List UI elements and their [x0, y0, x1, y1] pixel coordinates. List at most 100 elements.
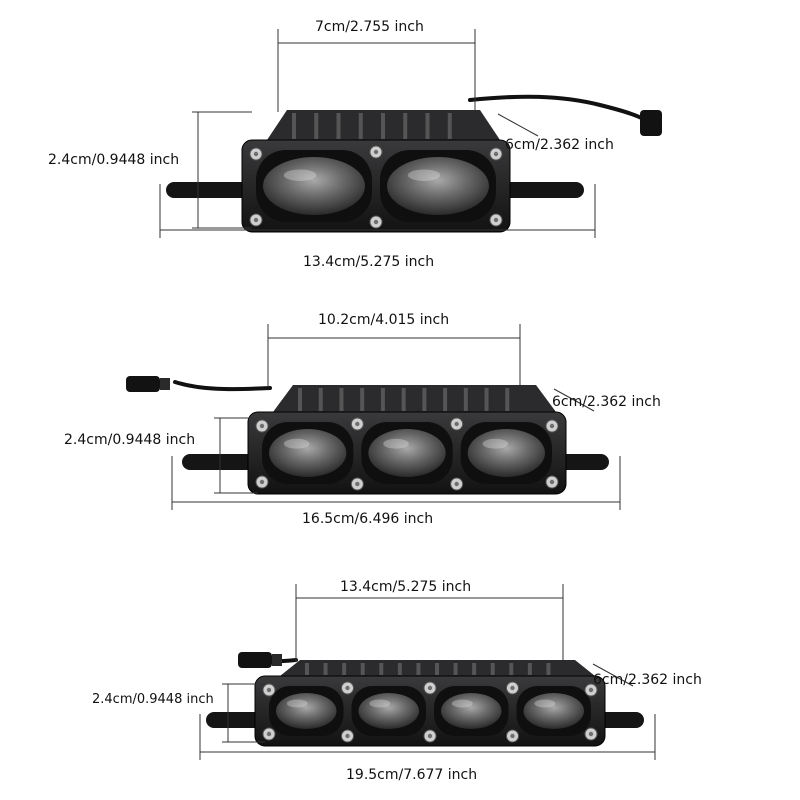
screw-center: [259, 423, 265, 429]
lens-highlight: [286, 699, 308, 708]
heatsink-fin: [380, 388, 385, 411]
heatsink-fin: [463, 388, 468, 411]
power-cable: [173, 380, 272, 392]
p2-depth-label: 6cm/2.362 inch: [552, 394, 661, 410]
projector-lens: [467, 429, 545, 477]
heatsink-fin: [453, 663, 458, 675]
screw-center: [253, 151, 259, 157]
screw-center: [493, 217, 499, 223]
heatsink-fin: [323, 663, 328, 675]
depth-pointer: [553, 388, 595, 412]
heatsink-fin: [318, 388, 323, 411]
screw-center: [427, 685, 433, 691]
screw-center: [510, 685, 515, 691]
screw-center: [266, 731, 272, 737]
heatsink-fin: [443, 388, 448, 411]
projector-lens: [269, 429, 347, 477]
screw-center: [510, 733, 515, 739]
screw-center: [259, 479, 265, 485]
light-bar-2: [126, 324, 621, 510]
heatsink-fin: [484, 388, 489, 411]
heatsink-fin: [447, 113, 452, 139]
lens-highlight: [369, 699, 391, 708]
heatsink-fin: [336, 113, 341, 139]
projector-lens: [387, 157, 489, 215]
heatsink-fin: [546, 663, 551, 675]
cable-connector: [640, 110, 662, 136]
connector-body: [640, 110, 662, 136]
lens-highlight: [407, 169, 441, 181]
screw-center: [549, 479, 555, 485]
dimension-lines: [171, 324, 621, 510]
screw-center: [373, 219, 379, 225]
lens-highlight: [283, 169, 317, 181]
heatsink-fin: [342, 663, 347, 675]
p3-top-width-label: 13.4cm/5.275 inch: [340, 579, 472, 595]
screw-center: [454, 481, 459, 487]
connector-body: [126, 376, 160, 392]
projector-lens: [263, 157, 365, 215]
connector-body: [238, 652, 272, 668]
p1-length-label: 13.4cm/5.275 inch: [303, 254, 435, 270]
lens-highlight: [451, 699, 473, 708]
housing: [254, 675, 606, 747]
heatsink-fin: [509, 663, 514, 675]
screw-center: [253, 217, 259, 223]
heatsink-fin: [425, 113, 430, 139]
dimension-lines: [159, 29, 596, 238]
heatsink-fin: [305, 663, 309, 675]
projector-lens: [276, 693, 337, 729]
heatsink-fin: [379, 663, 384, 675]
lens-highlight: [383, 438, 409, 449]
projector-lens: [358, 693, 419, 729]
screw-center: [427, 733, 433, 739]
p2-top-width-label: 10.2cm/4.015 inch: [318, 312, 450, 328]
heatsink-fin: [381, 113, 385, 139]
lens-highlight: [482, 438, 509, 449]
p1-top-width-label: 7cm/2.755 inch: [315, 19, 424, 35]
screw-center: [588, 731, 594, 737]
depth-pointer: [497, 113, 539, 137]
heatsink-fin: [360, 388, 365, 411]
screw-center: [493, 151, 499, 157]
heatsink-fin: [416, 663, 421, 675]
screw-center: [588, 687, 594, 693]
p3-height-label: 2.4cm/0.9448 inch: [92, 692, 214, 707]
heatsink-fin: [403, 113, 408, 139]
screw-center: [373, 149, 379, 155]
heatsink-fin: [360, 663, 365, 675]
connector-collar: [272, 654, 282, 666]
screw-center: [345, 685, 350, 691]
heatsink-fin: [292, 113, 296, 139]
top-heatsink: [273, 385, 556, 412]
dimension-lines: [199, 584, 656, 760]
heatsink-fin: [505, 388, 510, 411]
projector-lens: [523, 693, 584, 729]
screw-center: [266, 687, 272, 693]
projector-lens: [368, 429, 446, 477]
heatsink-fin: [298, 388, 302, 411]
power-cable: [468, 94, 652, 124]
heatsink-fin: [472, 663, 477, 675]
heatsink-fin: [314, 113, 319, 139]
p2-height-label: 2.4cm/0.9448 inch: [64, 432, 196, 448]
connector-collar: [160, 378, 170, 390]
heatsink-fin: [490, 663, 495, 675]
cable-connector: [238, 652, 282, 668]
light-bar-1: [159, 29, 662, 238]
projector-lens: [441, 693, 502, 729]
heatsink-fin: [527, 663, 532, 675]
heatsink-fin: [358, 113, 363, 139]
lens-highlight: [534, 699, 556, 708]
heatsink-fin: [401, 388, 406, 411]
lens-highlight: [283, 438, 310, 449]
cable-connector: [126, 376, 170, 392]
screw-center: [355, 421, 360, 427]
light-bar-3: [199, 584, 656, 760]
screw-center: [454, 421, 459, 427]
p3-depth-label: 6cm/2.362 inch: [593, 672, 702, 688]
depth-pointer: [592, 663, 634, 687]
p1-depth-label: 6cm/2.362 inch: [505, 137, 614, 153]
